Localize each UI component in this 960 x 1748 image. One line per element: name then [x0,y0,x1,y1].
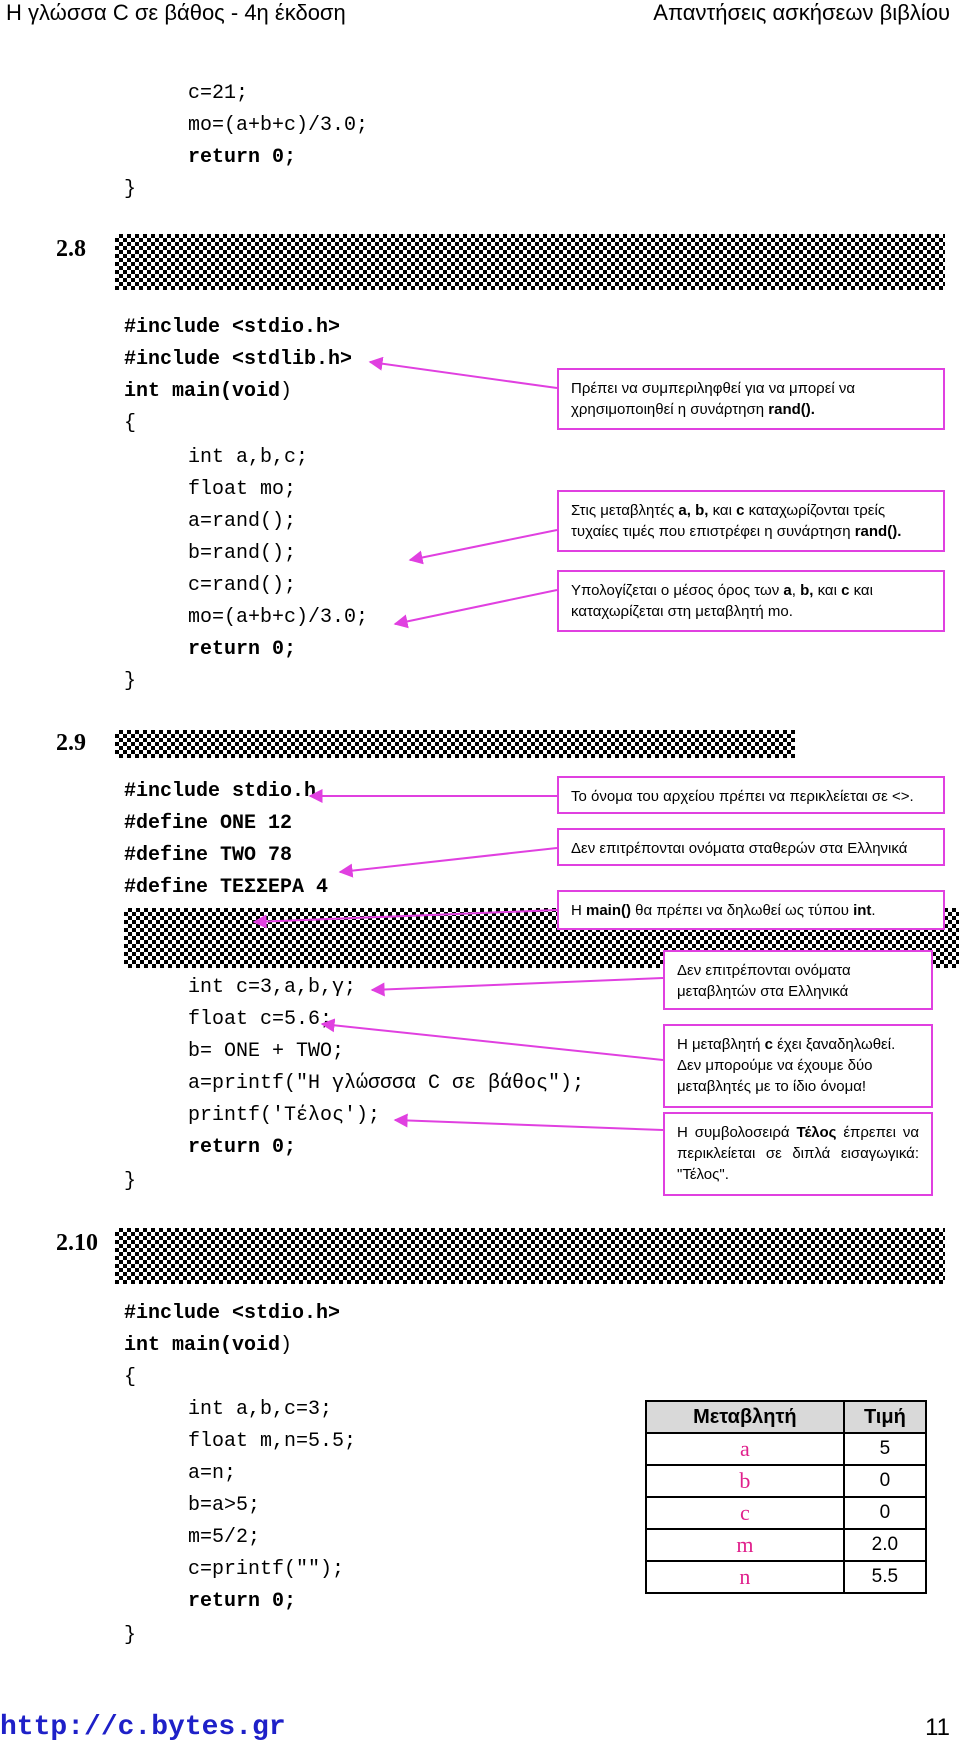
ex29-decl-float: float c=5.6; [188,1008,333,1031]
table-cell-value: 5 [842,1432,928,1466]
ex28-decl-int: int a,b,c; [188,446,309,469]
table-row: m 2.0 [645,1528,928,1562]
variable-values-table: Μεταβλητή Τιμή a 5 b 0 c 0 m 2.0 n 5.5 [645,1400,928,1594]
ex210-decl-float: float m,n=5.5; [188,1430,357,1453]
ex210-open-brace: { [124,1366,137,1389]
ex210-line-m: m=5/2; [188,1526,261,1549]
void-keyword: void [232,380,281,403]
ex29-define-one: #define ONE 12 [124,812,293,835]
note-main-int: Η main() θα πρέπει να δηλωθεί ως τύπου i… [557,890,945,930]
table-row: b 0 [645,1464,928,1498]
arrow-constants [338,847,558,878]
ex29-define-two: #define TWO 78 [124,844,293,867]
table-cell-var: a [645,1432,845,1466]
book-title: Η γλώσσα C σε βάθος - 4η έκδοση [6,0,346,25]
ex210-close-brace: } [124,1624,137,1647]
note-redeclared-c: Η μεταβλητή c έχει ξαναδηλωθεί. Δεν μπορ… [663,1024,933,1108]
ex28-decl-float: float mo; [188,478,297,501]
ex29-line-b: b= ONE + TWO; [188,1040,345,1063]
top-code-line-3: return 0; [188,146,297,169]
ex210-line-a: a=n; [188,1462,237,1485]
ex210-line-b: b=a>5; [188,1494,261,1517]
ex29-close-brace: } [124,1170,137,1193]
table-cell-value: 0 [842,1464,928,1498]
ex28-line-mo: mo=(a+b+c)/3.0; [188,606,369,629]
exercise-statement-obscured [115,1228,945,1284]
note-rand-values: Στις μεταβλητές a, b, και c καταχωρίζοντ… [557,490,945,552]
table-cell-value: 5.5 [842,1560,928,1594]
ex28-line-a: a=rand(); [188,510,297,533]
ex28-return: return 0; [188,638,297,661]
ex210-decl-int: int a,b,c=3; [188,1398,333,1421]
ex210-include: #include <stdio.h> [124,1302,341,1325]
note-mean-value: Υπολογίζεται ο μέσος όρος των a, b, και … [557,570,945,632]
main-paren: ) [280,1334,293,1357]
arrow-redecl [320,1018,664,1061]
arrow-mean [393,589,558,629]
main-paren: ) [280,380,293,403]
footer-url[interactable]: http://c.bytes.gr [0,1712,286,1743]
note-double-quotes: Η συμβολοσειρά Τέλος έπρεπει να περικλεί… [663,1112,933,1196]
note-include-brackets: Το όνομα του αρχείου πρέπει να περικλείε… [557,776,945,814]
section-title: Απαντήσεις ασκήσεων βιβλίου [653,0,950,25]
ex29-return: return 0; [188,1136,297,1159]
table-cell-value: 2.0 [842,1528,928,1562]
table-header-value: Τιμή [842,1400,928,1434]
table-header-row: Μεταβλητή Τιμή [645,1400,928,1434]
top-code-line-4: } [124,178,137,201]
ex28-include-stdio: #include <stdio.h> [124,316,341,339]
ex28-line-b: b=rand(); [188,542,297,565]
top-code-line-1: c=21; [188,82,249,105]
exercise-number-2-8: 2.8 [56,236,86,262]
table-cell-var: n [645,1560,845,1594]
table-cell-value: 0 [842,1496,928,1530]
arrow-rand [408,529,558,565]
main-keyword: int main( [124,1334,233,1357]
note-greek-variables: Δεν επιτρέπονται ονόματα μεταβλητών στα … [663,950,933,1010]
note-include-stdlib: Πρέπει να συμπεριληφθεί για να μπορεί να… [557,368,945,430]
ex29-define-tessera: #define ΤΕΣΣΕΡΑ 4 [124,876,329,899]
table-cell-var: m [645,1528,845,1562]
ex28-line-c: c=rand(); [188,574,297,597]
table-cell-var: c [645,1496,845,1530]
void-keyword: void [232,1334,281,1357]
exercise-number-2-10: 2.10 [56,1230,98,1256]
arrow-stdlib [368,356,558,389]
ex29-include: #include stdio.h [124,780,317,803]
ex210-line-c: c=printf(""); [188,1558,345,1581]
page-number: 11 [925,1714,950,1741]
arrow-telos [393,1113,664,1131]
ex29-line-printf: a=printf("Η γλώσσσα C σε βάθος"); [188,1072,585,1095]
ex210-return: return 0; [188,1590,297,1613]
table-header-variable: Μεταβλητή [645,1400,845,1434]
ex28-main-line: int main(void) [124,376,292,408]
ex29-line-telos: printf('Τέλος'); [188,1104,381,1127]
ex28-close-brace: } [124,670,137,693]
ex210-main-line: int main(void) [124,1330,292,1362]
exercise-statement-obscured [115,234,945,290]
table-cell-var: b [645,1464,845,1498]
arrow-gamma [370,977,664,997]
ex29-decl-int: int c=3,a,b,γ; [188,976,357,999]
ex28-open-brace: { [124,412,137,435]
top-code-line-2: mo=(a+b+c)/3.0; [188,114,369,137]
ex28-include-stdlib: #include <stdlib.h> [124,348,353,371]
table-row: n 5.5 [645,1560,928,1594]
table-row: a 5 [645,1432,928,1466]
table-row: c 0 [645,1496,928,1530]
exercise-statement-obscured [115,730,795,758]
main-keyword: int main( [124,380,233,403]
note-greek-constants: Δεν επιτρέπονται ονόματα σταθερών στα Ελ… [557,828,945,866]
exercise-number-2-9: 2.9 [56,730,86,756]
